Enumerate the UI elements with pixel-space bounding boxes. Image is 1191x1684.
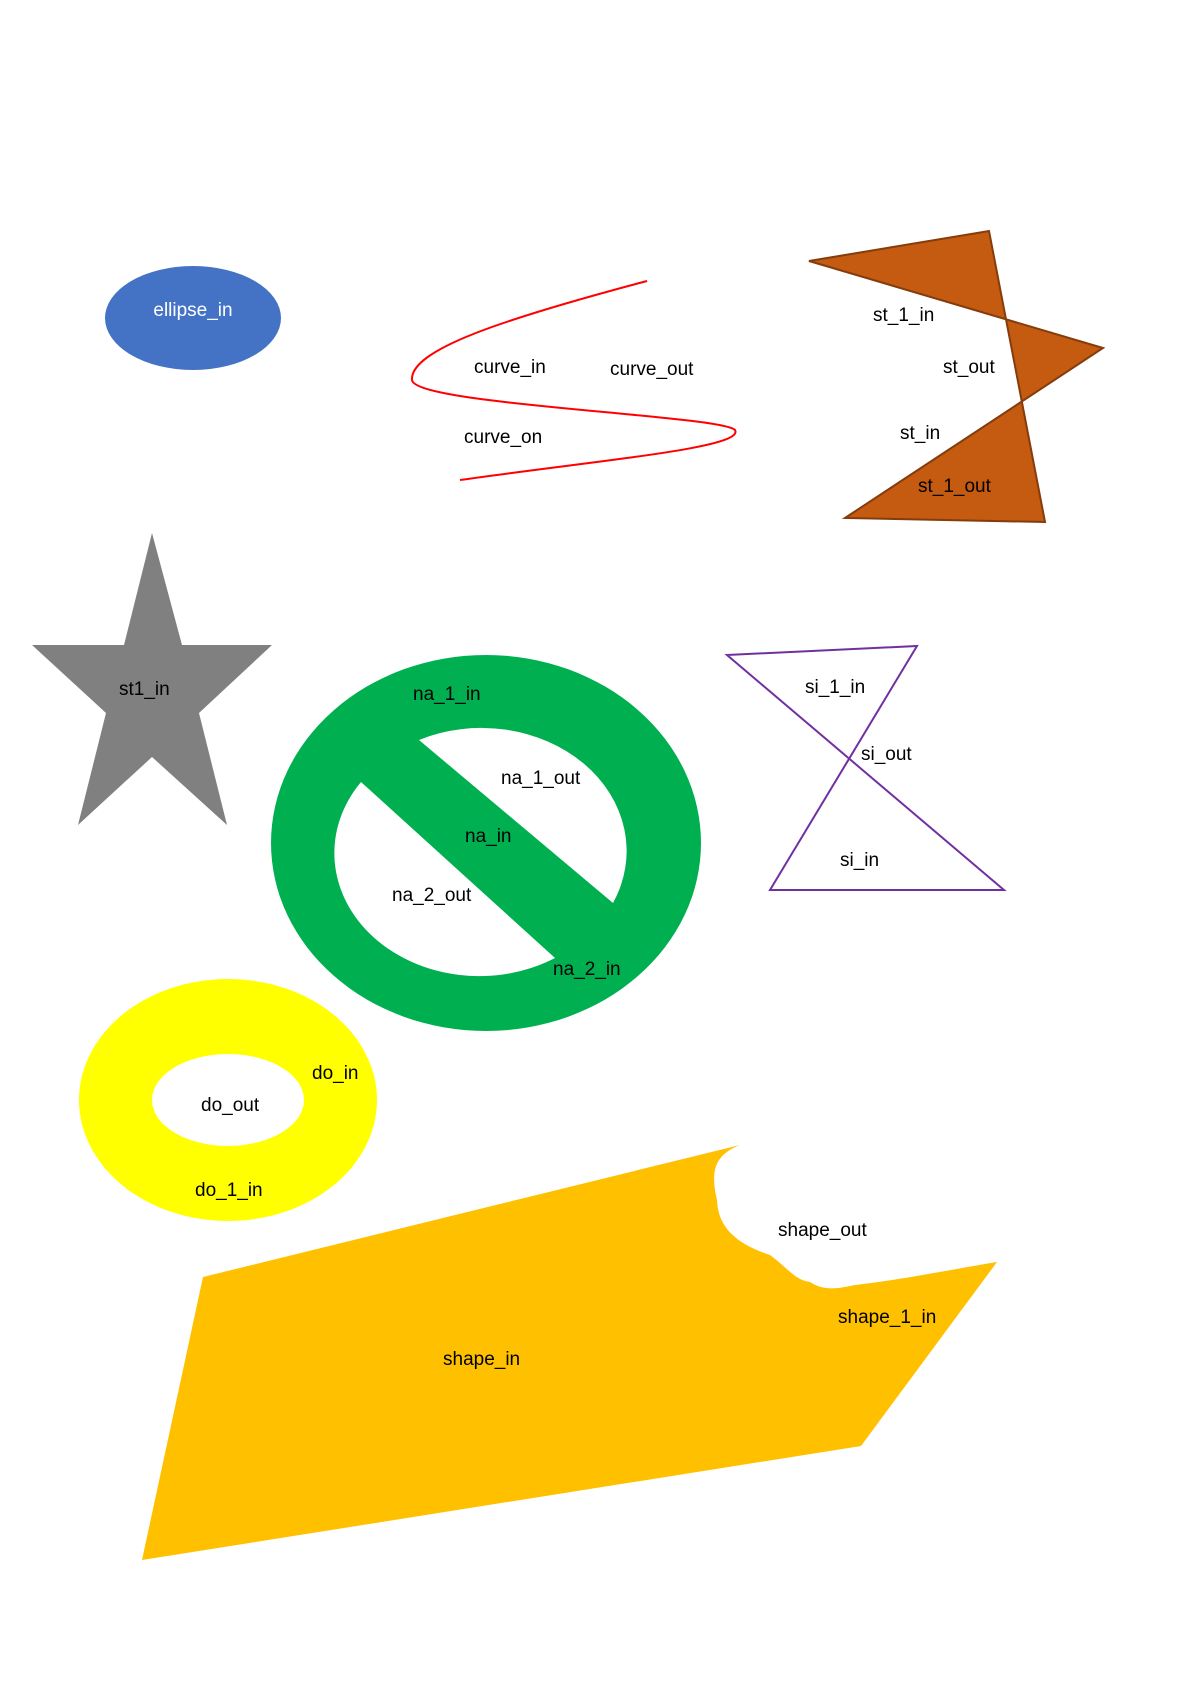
label-ellipse-in: ellipse_in [153, 300, 232, 321]
hourglass-outline[interactable] [724, 644, 1007, 891]
label-si-in: si_in [840, 850, 879, 871]
blue-ellipse-shape[interactable]: ellipse_in [105, 266, 281, 370]
label-na-2-out: na_2_out [392, 885, 472, 906]
label-do-in: do_in [312, 1063, 359, 1084]
label-curve-in: curve_in [474, 357, 546, 378]
green-no-symbol[interactable]: na_1_in na_1_out na_in na_2_out na_2_in [271, 655, 701, 1031]
gray-star-shape[interactable]: st1_in [32, 533, 272, 825]
yellow-donut-shape[interactable]: do_in do_out do_1_in [79, 979, 377, 1221]
freeform-body[interactable] [142, 1145, 997, 1560]
label-na-1-in: na_1_in [413, 684, 481, 705]
label-na-in: na_in [465, 826, 512, 847]
label-shape-in: shape_in [443, 1349, 520, 1370]
label-st-out: st_out [943, 357, 995, 378]
orange-freeform-shape[interactable]: shape_out shape_1_in shape_in [142, 1145, 997, 1560]
label-si-1-in: si_1_in [805, 677, 865, 698]
label-shape-1-in: shape_1_in [838, 1307, 936, 1328]
label-st-in: st_in [900, 423, 940, 444]
label-shape-out: shape_out [778, 1220, 867, 1241]
label-na-2-in: na_2_in [553, 959, 621, 980]
label-na-1-out: na_1_out [501, 768, 581, 789]
label-do-out: do_out [201, 1095, 260, 1116]
label-si-out: si_out [861, 744, 912, 765]
donut-body[interactable] [79, 979, 377, 1221]
label-curve-on: curve_on [464, 427, 542, 448]
no-symbol-body[interactable] [271, 655, 701, 1031]
purple-hourglass-shape[interactable]: si_1_in si_out si_in [724, 644, 1007, 891]
red-s-curve[interactable]: curve_in curve_out curve_on [410, 280, 737, 481]
gray-star-body[interactable] [32, 533, 272, 825]
pentagram-body[interactable] [808, 229, 1106, 524]
curve-path[interactable] [410, 280, 737, 481]
label-st-1-out: st_1_out [918, 476, 992, 497]
label-st1-in: st1_in [119, 679, 170, 700]
label-st-1-in: st_1_in [873, 305, 934, 326]
ellipse-body[interactable] [105, 266, 281, 370]
label-curve-out: curve_out [610, 359, 694, 380]
label-do-1-in: do_1_in [195, 1180, 263, 1201]
brown-pentagram-star[interactable]: st_1_in st_out st_in st_1_out [808, 229, 1106, 524]
